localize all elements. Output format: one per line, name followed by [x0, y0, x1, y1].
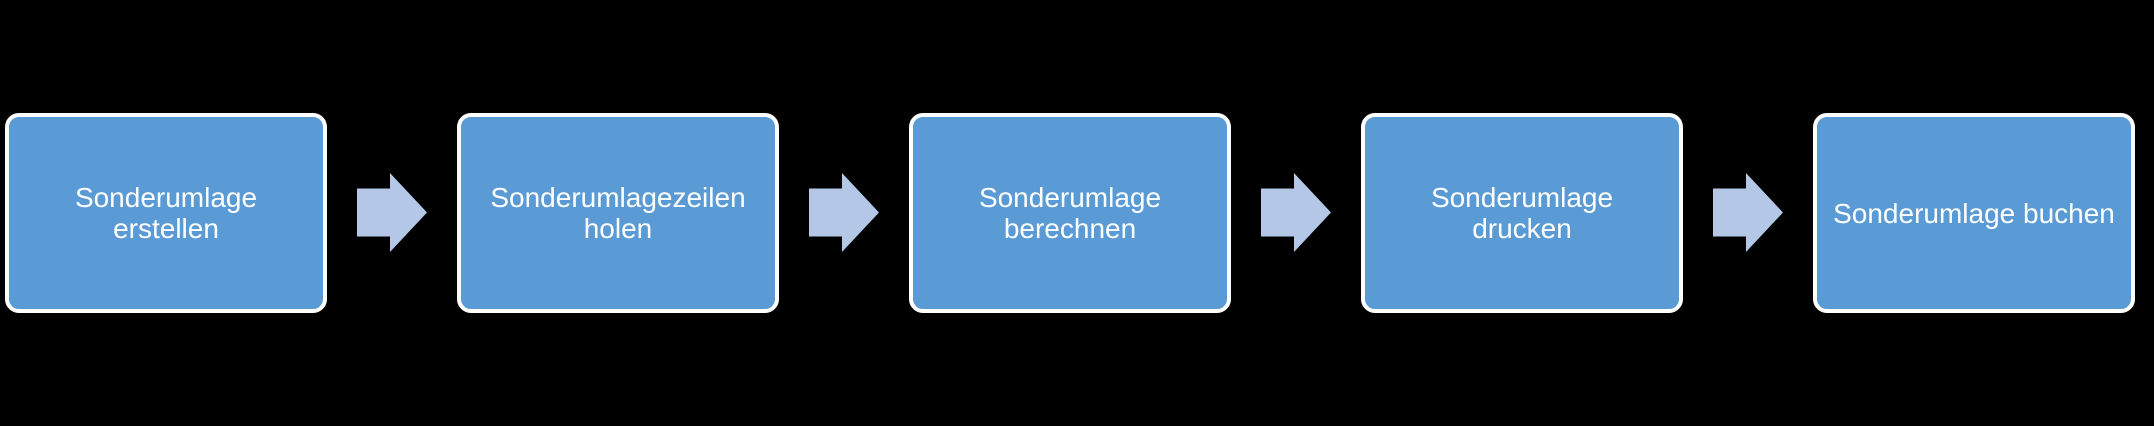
flow-step-label-line: Sonderumlage [74, 182, 258, 213]
flow-step-label-line: drucken [1472, 213, 1572, 244]
flow-step-sonderumlage-drucken: Sonderumlage drucken [1361, 113, 1683, 313]
flow-step-sonderumlagezeilen-holen: Sonderumlagezeilen holen [457, 113, 779, 313]
flow-step-sonderumlage-erstellen: Sonderumlage erstellen [5, 113, 327, 313]
flow-step-sonderumlage-buchen: Sonderumlage buchen [1813, 113, 2135, 313]
right-arrow-icon [1261, 173, 1331, 252]
flow-step-label-line: Sonderumlagezeilen [490, 182, 746, 213]
flow-step-label-line: Sonderumlage [1430, 182, 1614, 213]
right-arrow-icon [1713, 173, 1783, 252]
flow-step-label-line: berechnen [1003, 213, 1137, 244]
right-arrow-icon [357, 173, 427, 252]
flow-step-label-line: Sonderumlage buchen [1833, 197, 2115, 229]
flow-step-label-line: erstellen [113, 213, 219, 244]
flow-step-sonderumlage-berechnen: Sonderumlage berechnen [909, 113, 1231, 313]
right-arrow-icon [809, 173, 879, 252]
flow-step-label-line: holen [583, 213, 653, 244]
flow-step-label-line: Sonderumlage [978, 182, 1162, 213]
